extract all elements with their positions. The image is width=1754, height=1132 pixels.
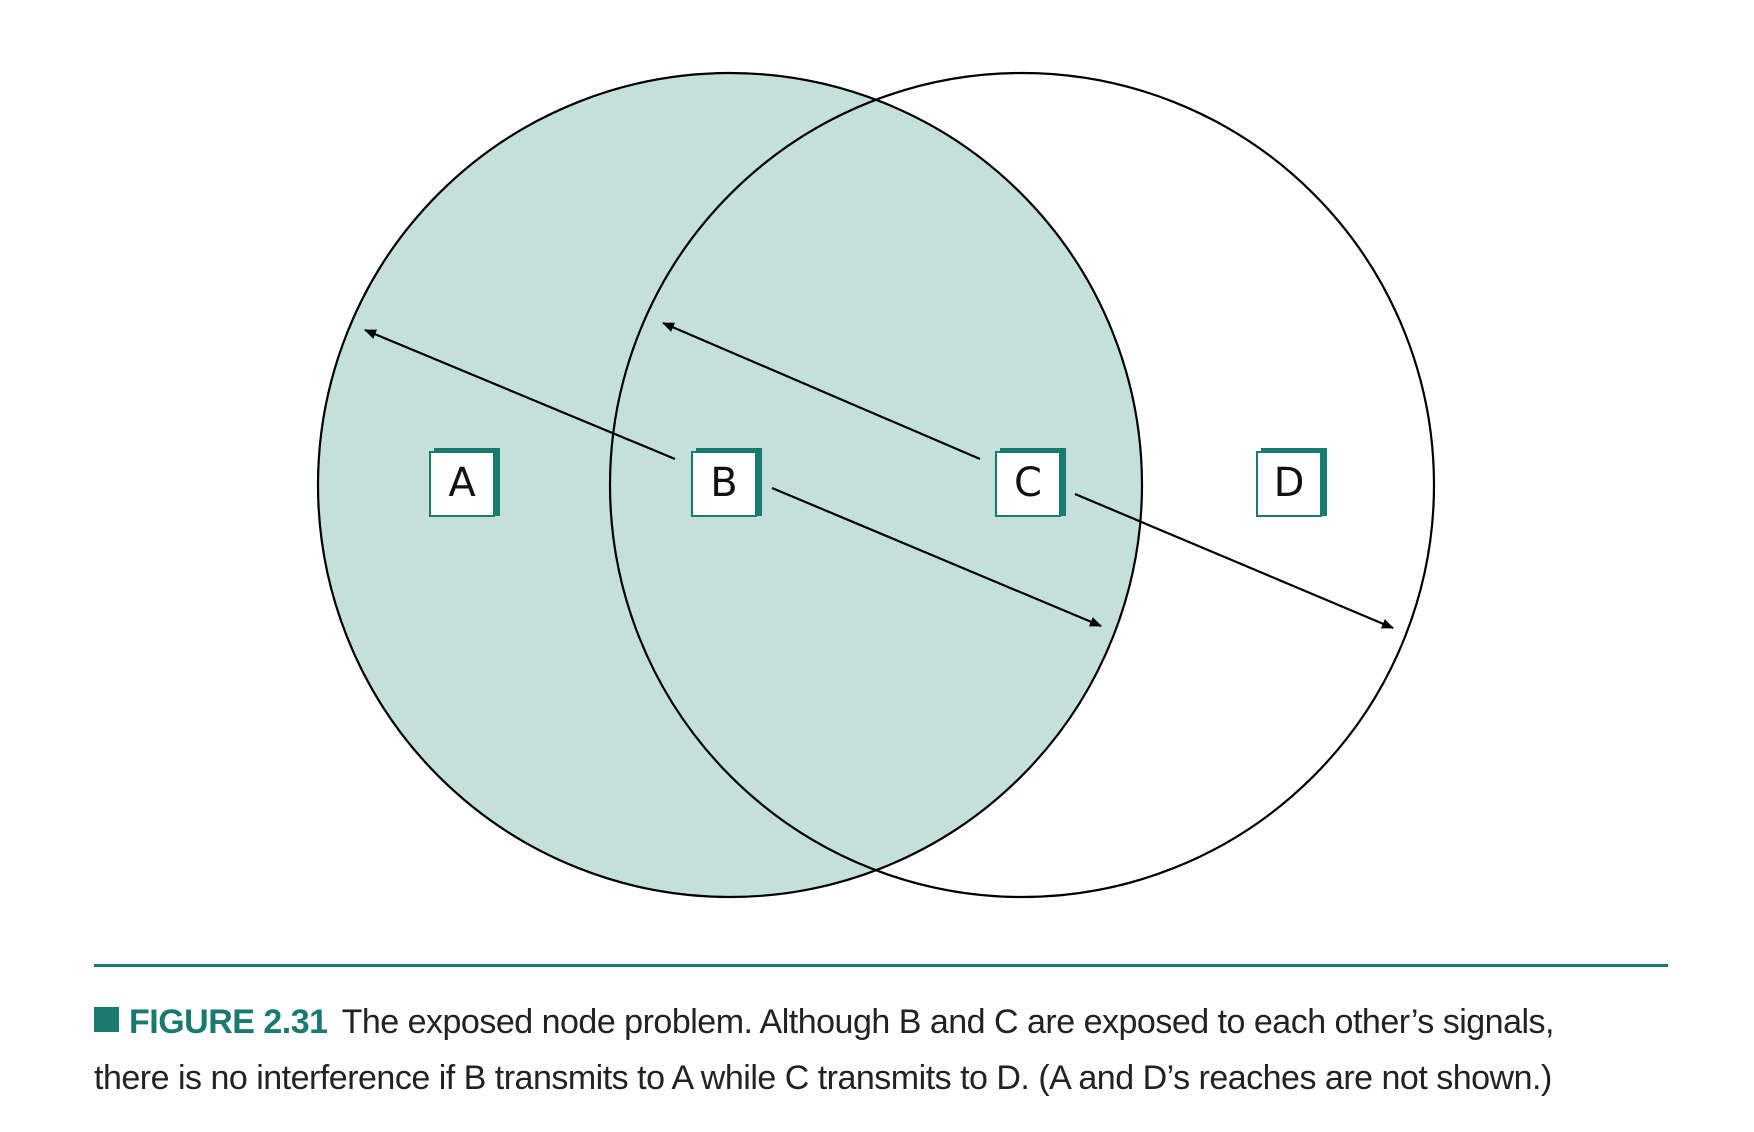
exposed-node-diagram: A B C D [316, 71, 1436, 899]
arrow-b-range-edge [771, 486, 1102, 628]
arrow-c-to-b [662, 321, 981, 461]
caption-text: The exposed node problem. Although B and… [94, 1003, 1555, 1097]
arrow-c-to-d [1074, 492, 1394, 630]
arrow-b-to-a [364, 328, 676, 461]
c-range-circle [608, 71, 1436, 899]
caption-divider [94, 964, 1668, 967]
node-c: C [995, 448, 1066, 517]
node-b-label: B [710, 460, 737, 506]
node-a: A [429, 448, 500, 517]
b-range-outline [316, 71, 1144, 899]
node-a-label: A [448, 460, 476, 506]
caption-label: FIGURE 2.31 [129, 1003, 328, 1041]
node-b: B [691, 448, 762, 517]
caption-marker-icon [94, 1007, 119, 1032]
node-c-label: C [1014, 460, 1042, 506]
node-d: D [1256, 448, 1327, 517]
node-d-label: D [1274, 460, 1305, 506]
